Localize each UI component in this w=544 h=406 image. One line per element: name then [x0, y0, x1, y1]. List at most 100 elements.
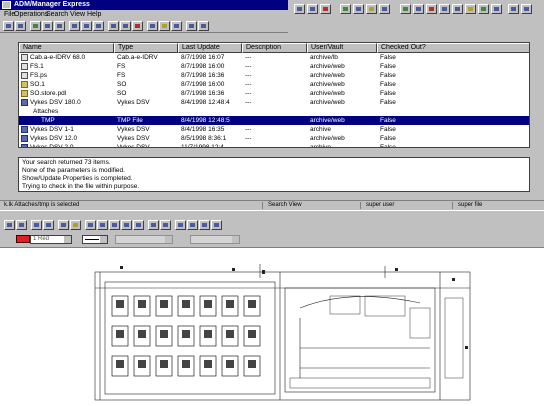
minimize-button[interactable]	[294, 4, 305, 14]
viewer-save-icon[interactable]	[16, 220, 27, 230]
viewer-zoom-in-icon[interactable]	[85, 220, 96, 230]
equipment-block	[111, 325, 129, 347]
print-icon[interactable]	[69, 21, 80, 31]
new-icon[interactable]	[3, 21, 14, 31]
viewer-pan-icon[interactable]	[121, 220, 132, 230]
tool-icon[interactable]	[452, 4, 463, 14]
col-header-type[interactable]: Type	[114, 43, 178, 53]
cell-desc: ---	[245, 81, 252, 88]
checkin-icon[interactable]	[30, 21, 41, 31]
cell-desc: ---	[245, 54, 252, 61]
chevron-down-icon	[100, 236, 107, 243]
line-style-select[interactable]	[115, 235, 173, 244]
tool-icon[interactable]	[413, 4, 424, 14]
tool-icon[interactable]	[379, 4, 390, 14]
cell-updated: 8/4/1998 12:48:5	[181, 117, 230, 124]
tool-icon[interactable]	[508, 4, 519, 14]
cell-name: Vykes DSV 180.0	[30, 99, 81, 106]
col-header-last-update[interactable]: Last Update	[178, 43, 242, 53]
viewer-copy-icon[interactable]	[43, 220, 54, 230]
equipment-block	[133, 355, 151, 377]
view-icon[interactable]	[81, 21, 92, 31]
open-icon[interactable]	[15, 21, 26, 31]
tool-icon[interactable]	[465, 4, 476, 14]
menu-help[interactable]: Help	[87, 11, 102, 18]
tool-icon[interactable]	[478, 4, 489, 14]
color-select[interactable]: 1 Red	[30, 235, 72, 244]
viewer-rotate-icon[interactable]	[133, 220, 144, 230]
line-width-sample	[85, 239, 99, 240]
tool-icon[interactable]	[400, 4, 411, 14]
viewer-open-icon[interactable]	[4, 220, 15, 230]
menu-view[interactable]: View	[70, 11, 86, 18]
tool-icon[interactable]	[366, 4, 377, 14]
refresh-icon[interactable]	[171, 21, 182, 31]
cell-name: Vykes DSV 2.0	[30, 144, 74, 148]
tool-icon[interactable]	[439, 4, 450, 14]
tool-icon[interactable]	[353, 4, 364, 14]
cell-type: Cab.a-e-IDRV	[117, 54, 158, 61]
table-row[interactable]: Attaches	[19, 107, 529, 116]
markup-icon[interactable]	[93, 21, 104, 31]
menu-file[interactable]: File	[4, 11, 16, 18]
viewer-line-icon[interactable]	[187, 220, 198, 230]
col-header-user-vault[interactable]: User/Vault	[307, 43, 377, 53]
equipment-core	[138, 360, 146, 368]
tool-icon[interactable]	[426, 4, 437, 14]
filter-icon[interactable]	[159, 21, 170, 31]
viewer-layers-icon[interactable]	[148, 220, 159, 230]
viewer-help-icon[interactable]	[70, 220, 81, 230]
properties-icon[interactable]	[108, 21, 119, 31]
close-icon[interactable]	[320, 4, 331, 14]
viewer-print-icon[interactable]	[31, 220, 42, 230]
font-select[interactable]	[190, 235, 240, 244]
tool-icon[interactable]	[521, 4, 532, 14]
maximize-button[interactable]	[307, 4, 318, 14]
message-line: None of the parameters is modified.	[22, 167, 125, 174]
col-header-checked-out[interactable]: Checked Out?	[377, 43, 529, 53]
about-icon[interactable]	[198, 21, 209, 31]
equipment-core	[116, 360, 124, 368]
color-swatch[interactable]	[16, 235, 30, 243]
equipment-block	[199, 355, 217, 377]
equipment-block	[133, 295, 151, 317]
line-width-select[interactable]	[82, 235, 108, 244]
viewer-zoom-fit-icon[interactable]	[109, 220, 120, 230]
attach-icon[interactable]	[120, 21, 131, 31]
viewer-zoom-out-icon[interactable]	[97, 220, 108, 230]
viewer-text-icon[interactable]	[175, 220, 186, 230]
cell-type: TMP File	[117, 117, 143, 124]
document-list[interactable]: Name Type Last Update Description User/V…	[18, 42, 530, 148]
col-header-description[interactable]: Description	[242, 43, 307, 53]
cell-desc: ---	[245, 72, 252, 79]
viewer-grid-icon[interactable]	[160, 220, 171, 230]
tool-icon[interactable]	[340, 4, 351, 14]
viewer-rect-icon[interactable]	[199, 220, 210, 230]
chevron-down-icon	[232, 236, 239, 243]
cell-type: SO	[117, 81, 127, 88]
copy-icon[interactable]	[54, 21, 65, 31]
window-title: ADM/Manager Express	[14, 1, 90, 8]
delete-icon[interactable]	[132, 21, 143, 31]
help-icon[interactable]	[186, 21, 197, 31]
equipment-block	[155, 325, 173, 347]
drawing-canvas[interactable]	[0, 247, 544, 406]
menu-operations[interactable]: Operations	[14, 11, 49, 18]
menu-search[interactable]: Search	[46, 11, 69, 18]
tool-icon[interactable]	[491, 4, 502, 14]
checkout-icon[interactable]	[42, 21, 53, 31]
viewer-circle-icon[interactable]	[211, 220, 222, 230]
viewer-select-icon[interactable]	[58, 220, 69, 230]
col-header-name[interactable]: Name	[19, 43, 114, 53]
search-icon[interactable]	[147, 21, 158, 31]
